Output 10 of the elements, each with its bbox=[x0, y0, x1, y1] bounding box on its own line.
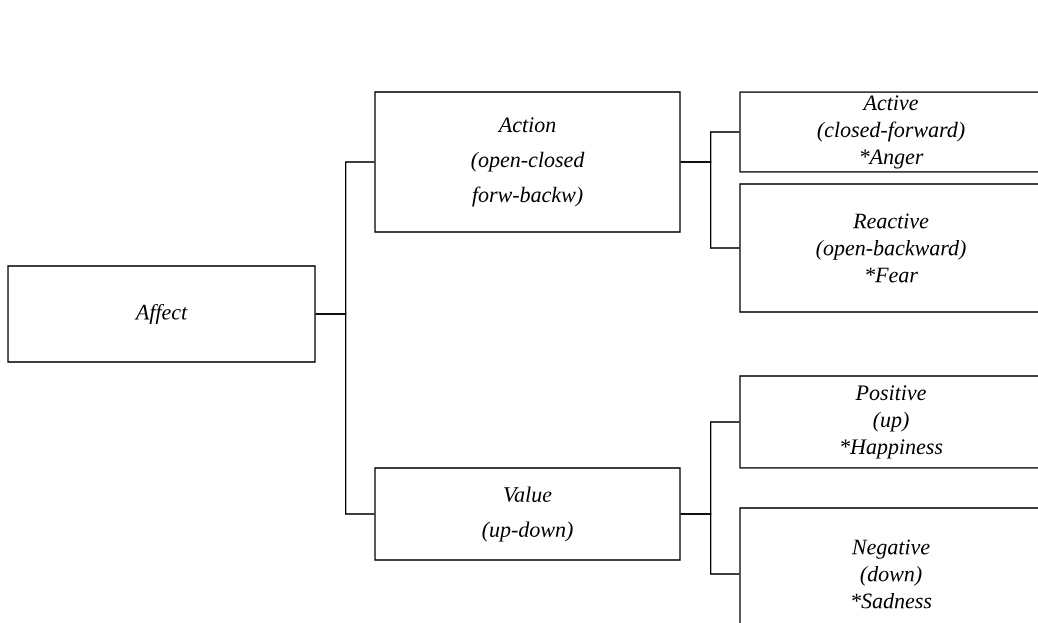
category-box: Value (up-down) bbox=[374, 467, 681, 561]
category-box: Positive (up) *Happiness bbox=[739, 375, 1038, 469]
category-box: Negative (down) *Sadness bbox=[739, 507, 1038, 623]
connector-line bbox=[680, 161, 740, 249]
connector-line bbox=[680, 513, 740, 575]
category-box: Affect bbox=[7, 265, 316, 363]
category-box: Action (open-closed forw-backw) bbox=[374, 91, 681, 233]
category-box: Reactive (open-backward) *Fear bbox=[739, 183, 1038, 313]
connector-line bbox=[315, 313, 375, 515]
category-box: Active (closed-forward) *Anger bbox=[739, 91, 1038, 173]
